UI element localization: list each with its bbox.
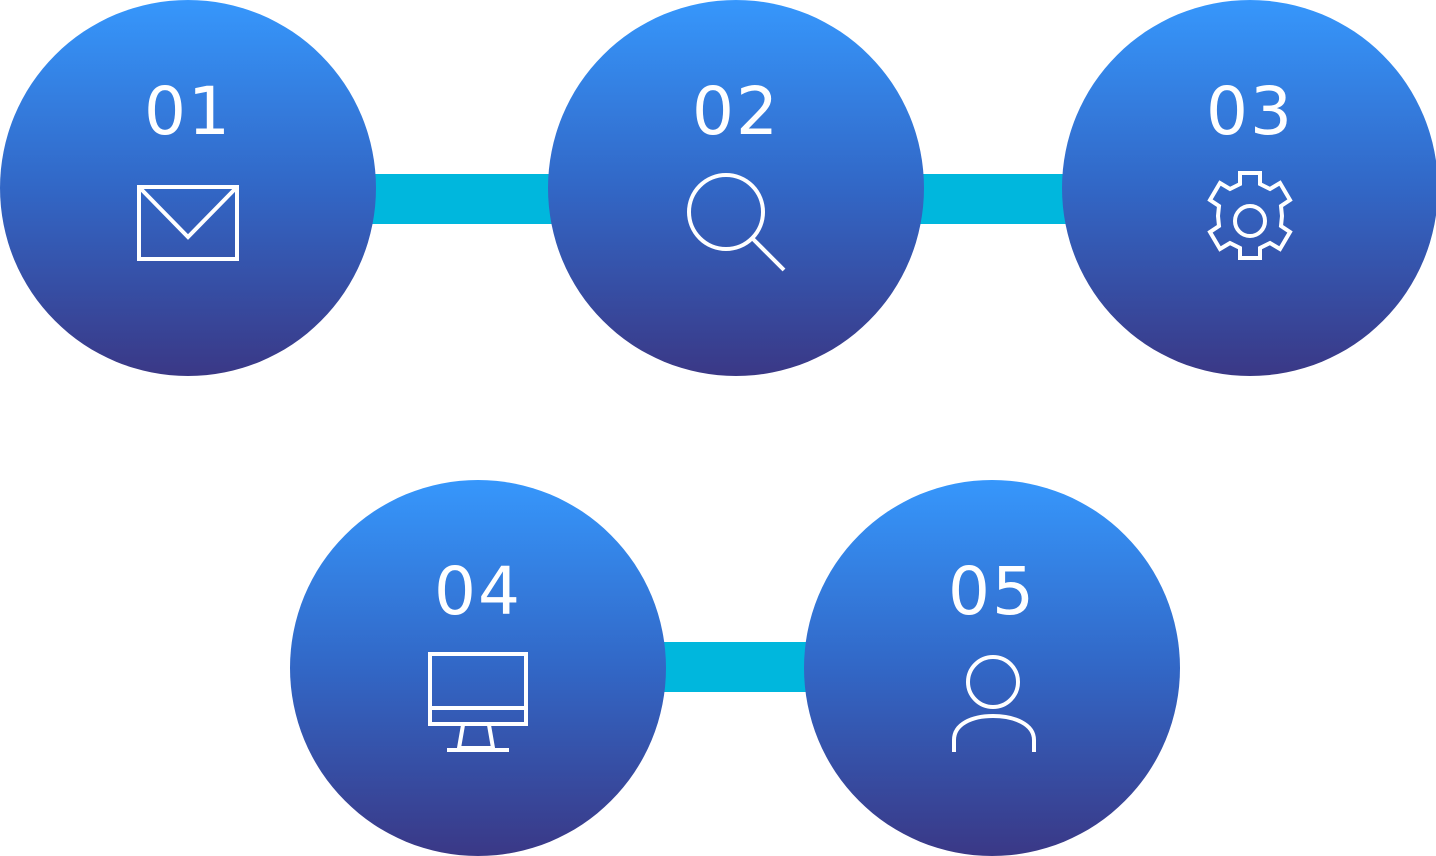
connector-04-05 xyxy=(650,642,820,692)
envelope-icon xyxy=(0,0,376,376)
magnifier-icon xyxy=(548,0,924,376)
step-03: 03 xyxy=(1062,0,1436,376)
step-number: 04 xyxy=(434,553,522,630)
step-04: 04 xyxy=(290,480,666,856)
step-number: 02 xyxy=(692,73,780,150)
step-number: 05 xyxy=(948,553,1036,630)
connector-01-02 xyxy=(360,174,565,224)
step-05: 05 xyxy=(804,480,1180,856)
gear-icon xyxy=(1062,0,1436,376)
connector-02-03 xyxy=(908,174,1078,224)
monitor-icon xyxy=(290,480,666,856)
step-number: 03 xyxy=(1206,73,1294,150)
step-02: 02 xyxy=(548,0,924,376)
step-number: 01 xyxy=(144,73,232,150)
user-icon xyxy=(804,480,1180,856)
step-01: 01 xyxy=(0,0,376,376)
